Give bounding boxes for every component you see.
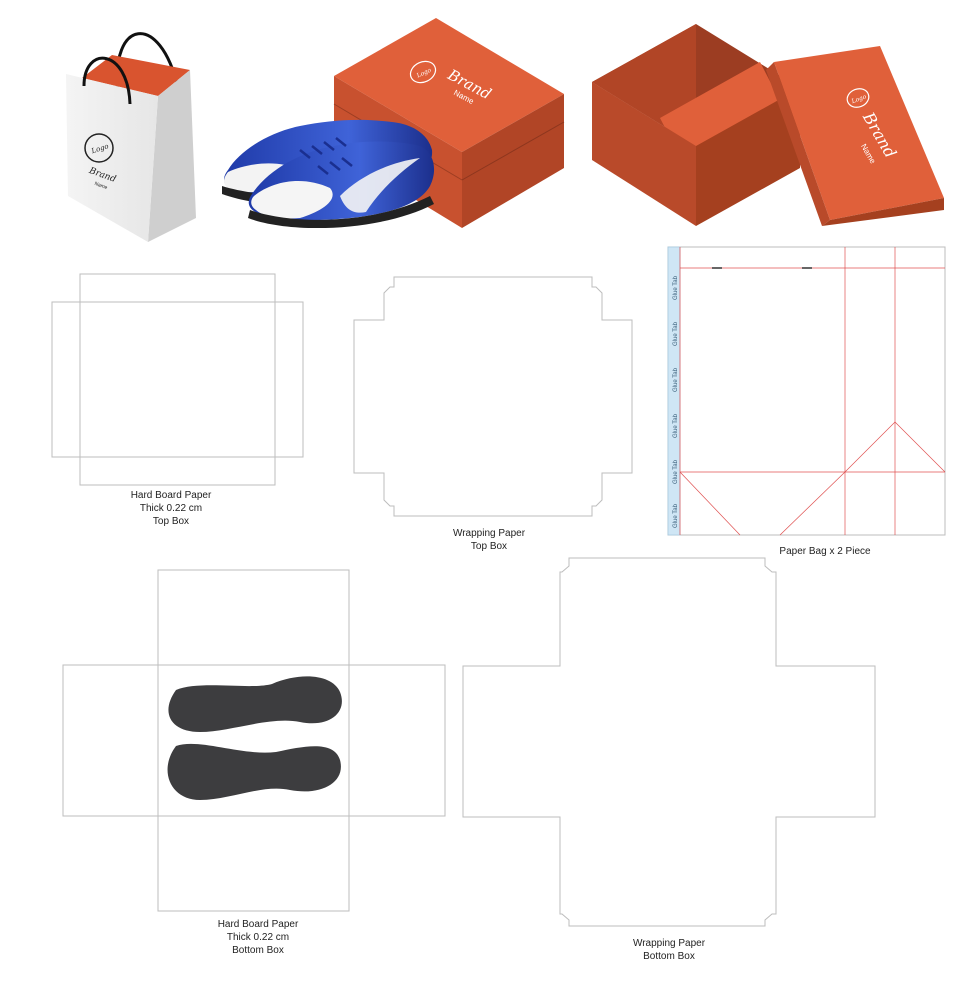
paper-bag-mockup: Logo Brand Name: [66, 32, 196, 242]
bottom-box-board-flap-top: [157, 569, 350, 666]
bag-front: [66, 74, 158, 242]
top-box-board-flap-left: [51, 301, 81, 458]
top-box-board-flap-bottom: [79, 456, 276, 486]
bag-gusset-fold: [844, 421, 946, 473]
caption-line: Top Box: [152, 516, 190, 527]
caption-line: Thick 0.22 cm: [139, 503, 203, 514]
caption-paper-bag: Paper Bag x 2 Piece: [745, 545, 905, 558]
glue-tab-label: Glue Tab: [673, 459, 679, 484]
dieline-bottom-box-wrap: [462, 557, 876, 927]
dieline-top-box-board: [51, 273, 304, 486]
bag-base-fold-right: [779, 471, 846, 536]
bottom-box-board-flap-right: [348, 664, 446, 817]
caption-bottom-box-wrap: Wrapping Paper Bottom Box: [589, 937, 749, 963]
shoe-laces: [299, 137, 353, 175]
caption-line: Top Box: [470, 541, 508, 552]
glue-tab-label: Glue Tab: [673, 367, 679, 392]
shoe-sole-bottom: [167, 743, 341, 800]
lid-edge-bottom: [822, 198, 944, 226]
open-box-side: [696, 88, 800, 226]
caption-top-box-board: Hard Board Paper Thick 0.22 cm Top Box: [91, 489, 251, 528]
caption-bottom-box-board: Hard Board Paper Thick 0.22 cm Bottom Bo…: [178, 918, 338, 957]
caption-line: Wrapping Paper: [632, 938, 706, 949]
glue-tab-label: Glue Tab: [673, 321, 679, 346]
open-box-mockup: [592, 24, 800, 226]
bag-handle-front: [82, 56, 132, 105]
dieline-paper-bag: Glue Tab Glue Tab Glue Tab Glue Tab Glue…: [667, 246, 946, 536]
caption-line: Wrapping Paper: [452, 528, 526, 539]
paper-bag-outline: [667, 246, 946, 536]
bag-logo-circle: [84, 133, 114, 163]
caption-line: Paper Bag x 2 Piece: [779, 546, 871, 557]
bag-side: [148, 70, 196, 242]
top-box-board-flap-top: [79, 273, 276, 303]
top-box-wrap-outline: [353, 276, 633, 517]
box-lid-mockup: Logo Brand Name: [766, 46, 944, 226]
shoe-sole-top: [168, 676, 342, 732]
dieline-bottom-box-board: [62, 569, 446, 912]
bag-base-fold-left: [679, 471, 741, 536]
top-box-board-panel: [79, 301, 276, 458]
shoes-mockup: [222, 119, 435, 229]
box-side-face: [462, 94, 564, 228]
lid-logo-circle: [846, 88, 870, 108]
glue-tab-labels: Glue Tab Glue Tab Glue Tab Glue Tab Glue…: [673, 275, 679, 528]
caption-top-box-wrap: Wrapping Paper Top Box: [409, 527, 569, 553]
bottom-box-wrap-outline: [462, 557, 876, 927]
open-box-front: [592, 82, 696, 226]
lid-top: [774, 46, 944, 220]
bottom-box-board-flap-left: [62, 664, 159, 817]
caption-line: Hard Board Paper: [217, 919, 299, 930]
caption-line: Hard Board Paper: [130, 490, 212, 501]
dieline-top-box-wrap: [353, 276, 633, 517]
glue-tab-label: Glue Tab: [673, 275, 679, 300]
shoe-front-sole: [248, 196, 434, 229]
caption-line: Bottom Box: [643, 951, 695, 962]
box-lid-edge-side: [461, 121, 565, 181]
top-box-board-flap-right: [274, 301, 304, 458]
shoe-front-stripe: [340, 158, 420, 213]
glue-tab-label: Glue Tab: [673, 503, 679, 528]
bag-name-text: Name: [94, 181, 109, 191]
glue-tab-label: Glue Tab: [673, 413, 679, 438]
bag-inside: [82, 55, 190, 96]
caption-line: Thick 0.22 cm: [226, 932, 290, 943]
lid-edge-left: [766, 62, 830, 226]
caption-line: Bottom Box: [232, 945, 284, 956]
box-logo-circle: [409, 60, 437, 84]
bottom-box-board-flap-bottom: [157, 815, 350, 912]
box-top-face: [334, 18, 564, 152]
shoe-front-white: [251, 181, 333, 219]
